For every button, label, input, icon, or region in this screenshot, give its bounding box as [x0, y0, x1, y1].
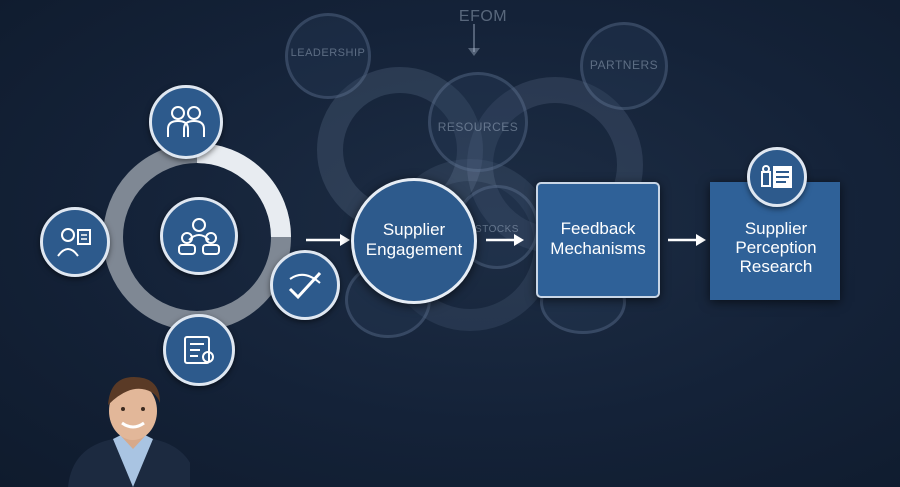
step1-line2: Engagement	[365, 240, 463, 259]
step2-line2: Mechanisms	[550, 239, 646, 258]
presenter-avatar	[68, 377, 190, 487]
hub-center-node	[160, 197, 238, 275]
people-group-icon	[178, 218, 220, 255]
supplier-engagement-node	[351, 178, 477, 304]
feedback-mechanisms-box	[536, 182, 660, 298]
ghost-partners-circle	[580, 22, 668, 110]
step2-line1: Feedback	[560, 219, 636, 238]
ghost-partners-label: PARTNERS	[589, 58, 659, 72]
step3-line1: Supplier	[744, 219, 808, 238]
arrow-engagement-to-feedback	[486, 234, 524, 246]
arrow-feedback-to-research	[668, 234, 706, 246]
step1-line1: Supplier	[382, 220, 446, 239]
team-icon	[167, 106, 205, 137]
feedback-mechanisms-label: Feedback Mechanisms	[536, 219, 660, 259]
arrow-hub-to-engagement	[306, 234, 350, 246]
hub-right-node	[270, 250, 340, 320]
ghost-resources-label: RESOURCES	[437, 120, 519, 134]
step3-line2: Perception	[735, 238, 817, 257]
person-document-icon	[57, 228, 91, 257]
checklist-icon	[184, 336, 214, 364]
ghost-leadership-circle	[285, 13, 371, 99]
hub-top-node	[149, 85, 223, 159]
research-icon-node	[747, 147, 807, 207]
step3-line3: Research	[739, 257, 813, 276]
ghost-leadership-label: LEADERSHIP	[290, 47, 366, 59]
report-icon	[761, 165, 792, 188]
handshake-check-icon	[288, 271, 322, 300]
supplier-engagement-label: Supplier Engagement	[351, 220, 477, 260]
ghost-resources-circle	[428, 72, 528, 172]
hub-bottom-node	[163, 314, 235, 386]
supplier-perception-research-label: Supplier Perception Research	[710, 219, 842, 276]
ghost-stocks-label: STOCKS	[475, 224, 519, 235]
hub-left-node	[40, 207, 110, 277]
ghost-top-label: EFOM	[458, 8, 508, 25]
